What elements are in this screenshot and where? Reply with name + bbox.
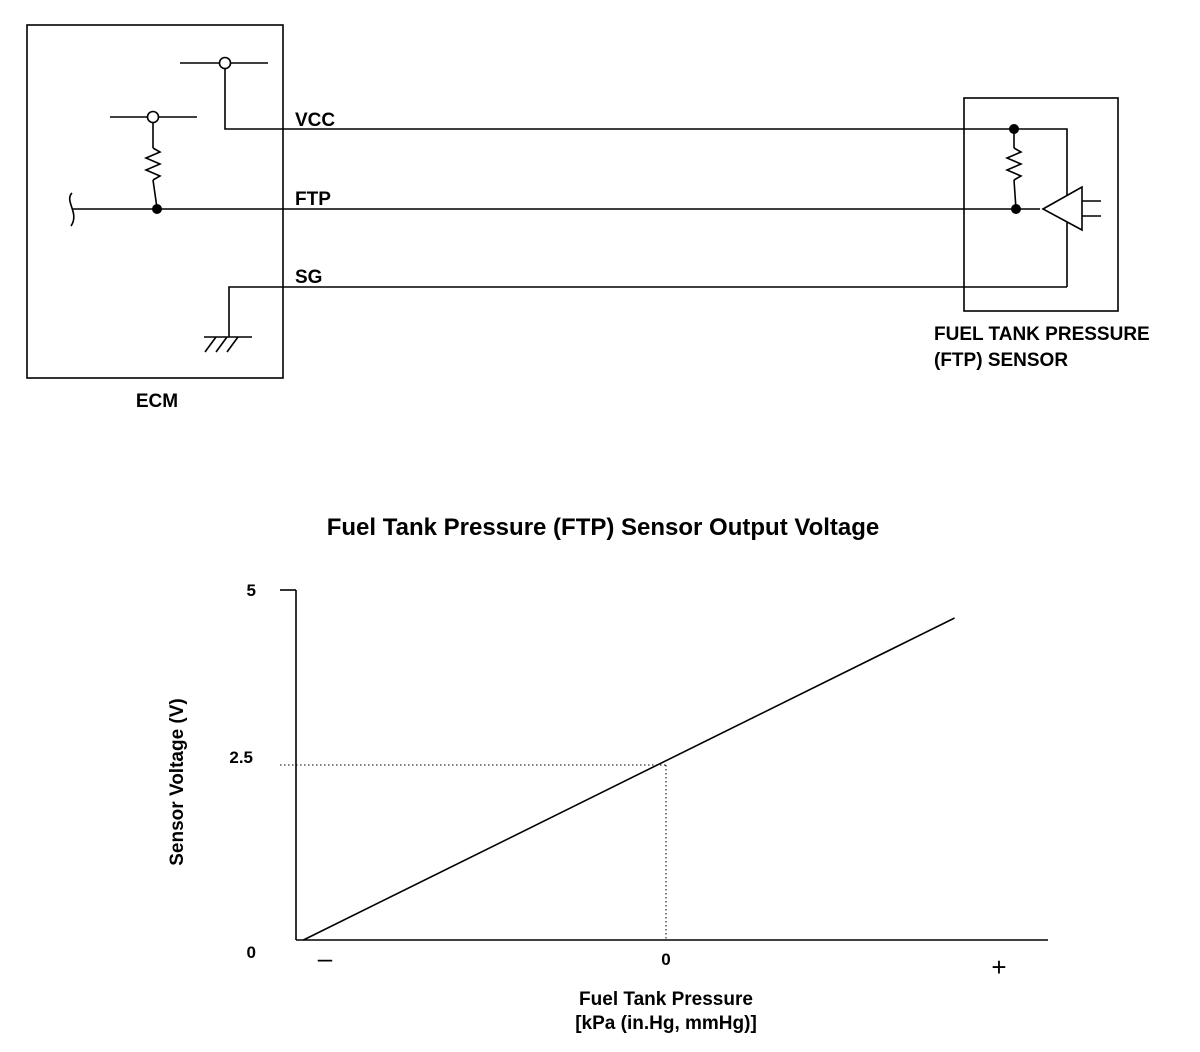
- vcc-wire: [224, 69, 1068, 287]
- ground-icon: [204, 336, 239, 353]
- sg-label: SG: [295, 267, 322, 288]
- ecm-junction-dot: [152, 204, 162, 214]
- y-tick-5: 5: [247, 581, 256, 600]
- x-axis-label-line2: [kPa (in.Hg, mmHg)]: [575, 1013, 757, 1034]
- sensor-ftp-junction-dot: [1011, 204, 1021, 214]
- vcc-supply-terminal: [218, 56, 232, 70]
- sensor-resistor-icon: [1004, 147, 1024, 181]
- y-tick-2-5: 2.5: [229, 748, 253, 767]
- reference-lines: [280, 764, 667, 940]
- sensor-label-line2: (FTP) SENSOR: [934, 350, 1068, 371]
- x-tick-plus: +: [991, 952, 1006, 982]
- sensor-label-line1: FUEL TANK PRESSURE: [934, 324, 1150, 345]
- x-axis-label-line1: Fuel Tank Pressure: [579, 989, 753, 1010]
- amplifier-icon: [1041, 185, 1083, 232]
- x-tick-minus: –: [318, 943, 333, 973]
- x-tick-zero: 0: [661, 950, 670, 969]
- chart-title: Fuel Tank Pressure (FTP) Sensor Output V…: [327, 514, 880, 541]
- circuit-diagram: [26, 24, 1119, 379]
- ftp-pullup-lead-lower: [152, 179, 158, 209]
- y-axis-label: Sensor Voltage (V): [167, 698, 188, 866]
- sg-wire: [228, 286, 1067, 337]
- sensor-box: [963, 97, 1119, 312]
- ftp-label: FTP: [295, 189, 331, 210]
- wire-break-icon: [68, 192, 75, 227]
- ecm-label: ECM: [136, 391, 178, 412]
- ecm-box: [26, 24, 284, 379]
- y-tick-0: 0: [247, 943, 256, 962]
- vcc-label: VCC: [295, 110, 335, 131]
- ecm-resistor-icon: [143, 147, 163, 181]
- chart: Fuel Tank Pressure (FTP) Sensor Output V…: [167, 514, 1048, 1034]
- voltage-series-line: [303, 617, 955, 941]
- ftp-pullup-terminal: [146, 110, 160, 124]
